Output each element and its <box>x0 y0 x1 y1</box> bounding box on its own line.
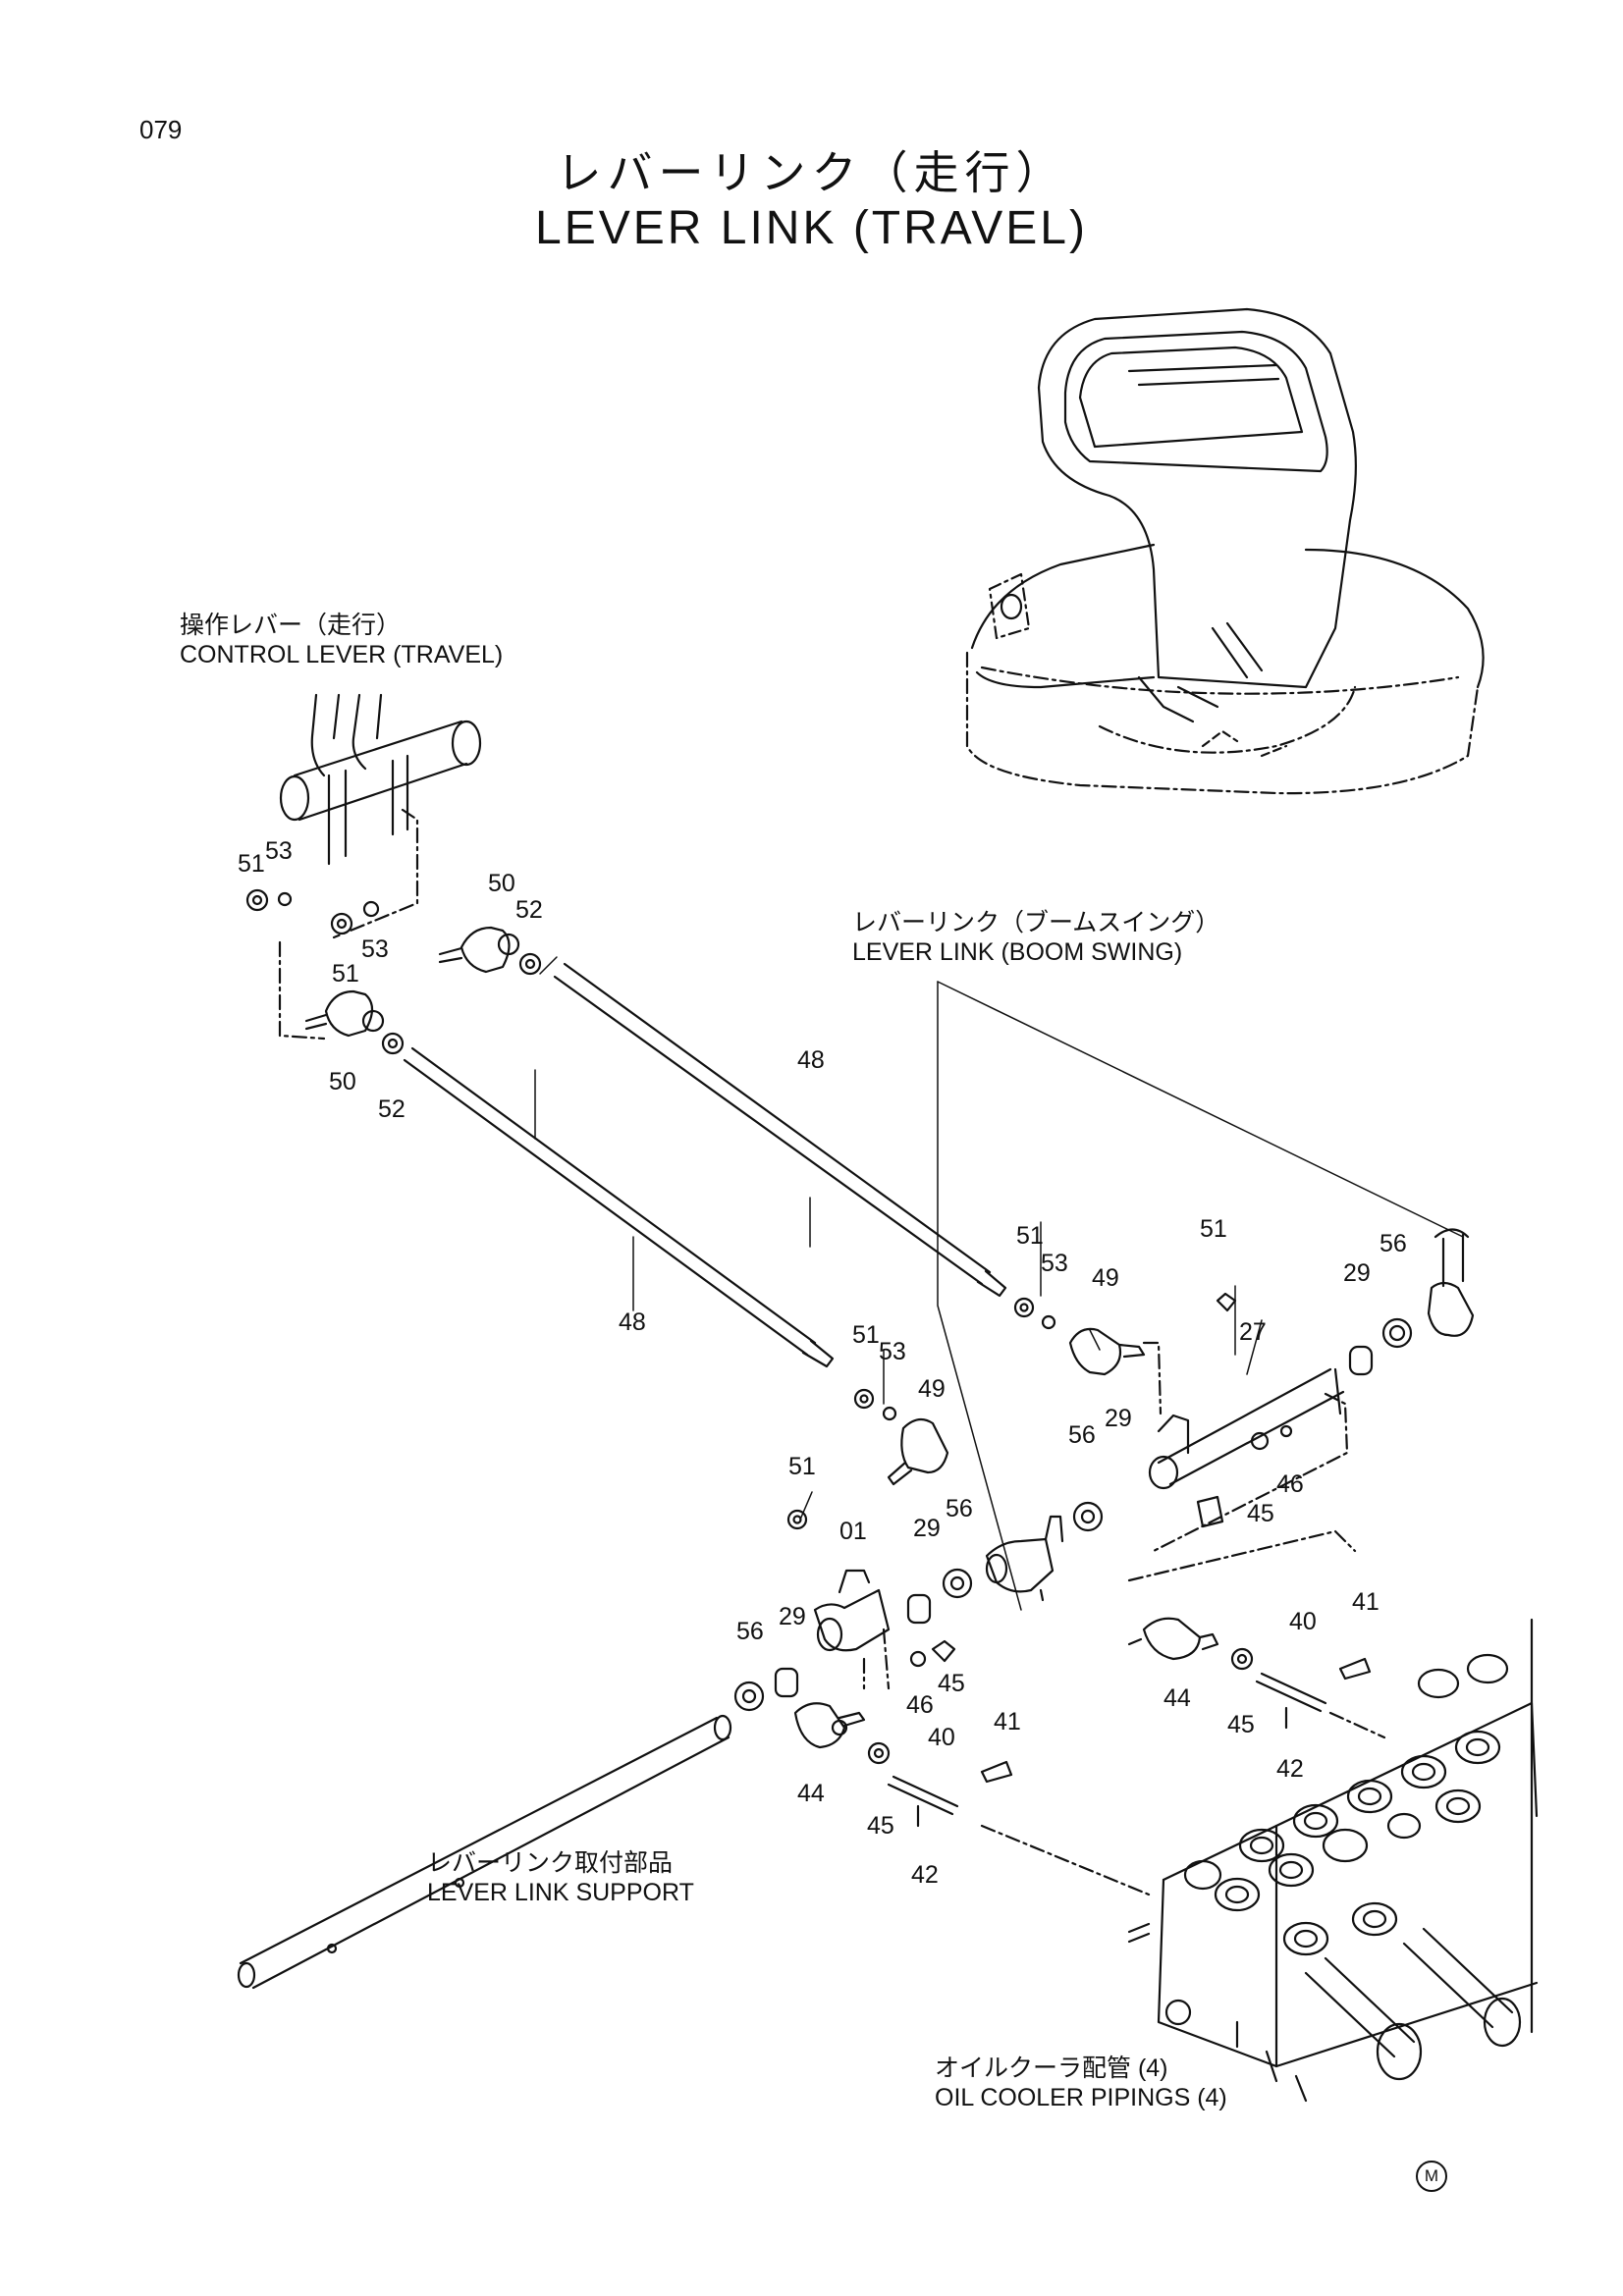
ball-joint-44-lower <box>793 1702 866 1749</box>
part-number: 49 <box>918 1375 946 1403</box>
part-number: 45 <box>1227 1711 1255 1738</box>
centerline-dashed <box>980 1529 1386 1896</box>
ball-joint-50-lower <box>304 989 385 1038</box>
part-number: 29 <box>913 1515 941 1542</box>
part-number: 51 <box>788 1453 816 1480</box>
part-number: 42 <box>911 1861 939 1889</box>
part-number: 56 <box>946 1495 973 1522</box>
ball-joint-49-lower <box>853 1388 949 1486</box>
part-number: 40 <box>928 1724 955 1751</box>
callout-control-lever-jp: 操作レバー（走行） <box>180 612 402 639</box>
arm-01-assembly <box>733 1509 1064 1712</box>
callout-support: LEVER LINK SUPPORT <box>427 1879 694 1906</box>
part-number: 48 <box>619 1308 646 1336</box>
part-number: 29 <box>1105 1405 1132 1432</box>
part-number: 52 <box>515 896 543 924</box>
part-number: 51 <box>238 850 265 878</box>
callout-oil-cooler-jp: オイルクーラ配管 (4) <box>935 2055 1168 2082</box>
leader-lines <box>534 981 1464 1611</box>
callout-boom-swing-jp: レバーリンク（ブームスイング） <box>852 909 1220 936</box>
part-number: 45 <box>938 1670 965 1697</box>
part-number: 56 <box>736 1618 764 1645</box>
rod-48-lower <box>403 1046 835 1368</box>
part-number: 56 <box>1068 1421 1096 1449</box>
part-number: 53 <box>1041 1250 1068 1277</box>
pin-40-washer-42-lower <box>867 1741 1013 1828</box>
lever-link-support-tube <box>237 1714 732 1990</box>
part-number: 51 <box>1016 1222 1044 1250</box>
part-number: 42 <box>1276 1755 1304 1783</box>
part-number: 45 <box>1247 1500 1274 1527</box>
nut-52 <box>381 952 542 1055</box>
nut-51-washer-53 <box>245 888 380 935</box>
part-number: 51 <box>852 1321 880 1349</box>
callout-support-jp: レバーリンク取付部品 <box>427 1849 674 1877</box>
part-number: 40 <box>1289 1608 1317 1635</box>
part-number: 27 <box>1239 1318 1267 1346</box>
control-valve-drawing <box>1127 1618 1539 2103</box>
part-number: 45 <box>867 1812 894 1840</box>
machine-overview-drawing <box>965 307 1485 795</box>
pin-40-washer-42-upper <box>1230 1647 1372 1730</box>
part-number: 44 <box>797 1780 825 1807</box>
part-number: 52 <box>378 1095 406 1123</box>
part-number: 53 <box>361 935 389 963</box>
page-number: 079 <box>139 115 183 144</box>
part-number: 29 <box>1343 1259 1371 1287</box>
part-number: 56 <box>1380 1230 1407 1257</box>
part-number: 49 <box>1092 1264 1119 1292</box>
ball-joint-50-upper <box>438 926 520 974</box>
part-number: 51 <box>1200 1215 1227 1243</box>
part-number: 48 <box>797 1046 825 1074</box>
part-number: 46 <box>1276 1470 1304 1498</box>
part-number: 53 <box>879 1338 906 1365</box>
part-number: 41 <box>1352 1588 1380 1616</box>
part-number: 29 <box>779 1603 806 1630</box>
part-number: 50 <box>329 1068 356 1095</box>
part-number: 01 <box>839 1518 867 1545</box>
control-lever-drawing <box>278 693 482 1041</box>
m-mark: M <box>1416 2161 1447 2192</box>
part-number: 51 <box>332 960 359 988</box>
callout-oil-cooler: OIL COOLER PIPINGS (4) <box>935 2084 1227 2111</box>
ball-joint-49-upper <box>1013 1297 1146 1376</box>
ball-joint-44-upper <box>1127 1617 1219 1661</box>
part-number: 50 <box>488 870 515 897</box>
callout-control-lever: CONTROL LEVER (TRAVEL) <box>180 641 504 668</box>
callout-boom-swing: LEVER LINK (BOOM SWING) <box>852 938 1183 966</box>
part-number: 41 <box>994 1708 1021 1735</box>
part-number: 44 <box>1163 1684 1191 1712</box>
page-title: LEVER LINK (TRAVEL) <box>535 202 1088 254</box>
page-title-japanese: レバーリンク（走行） <box>556 147 1067 198</box>
rod-48-upper <box>539 956 1007 1298</box>
part-number: 46 <box>906 1691 934 1719</box>
part-number: 53 <box>265 837 293 865</box>
